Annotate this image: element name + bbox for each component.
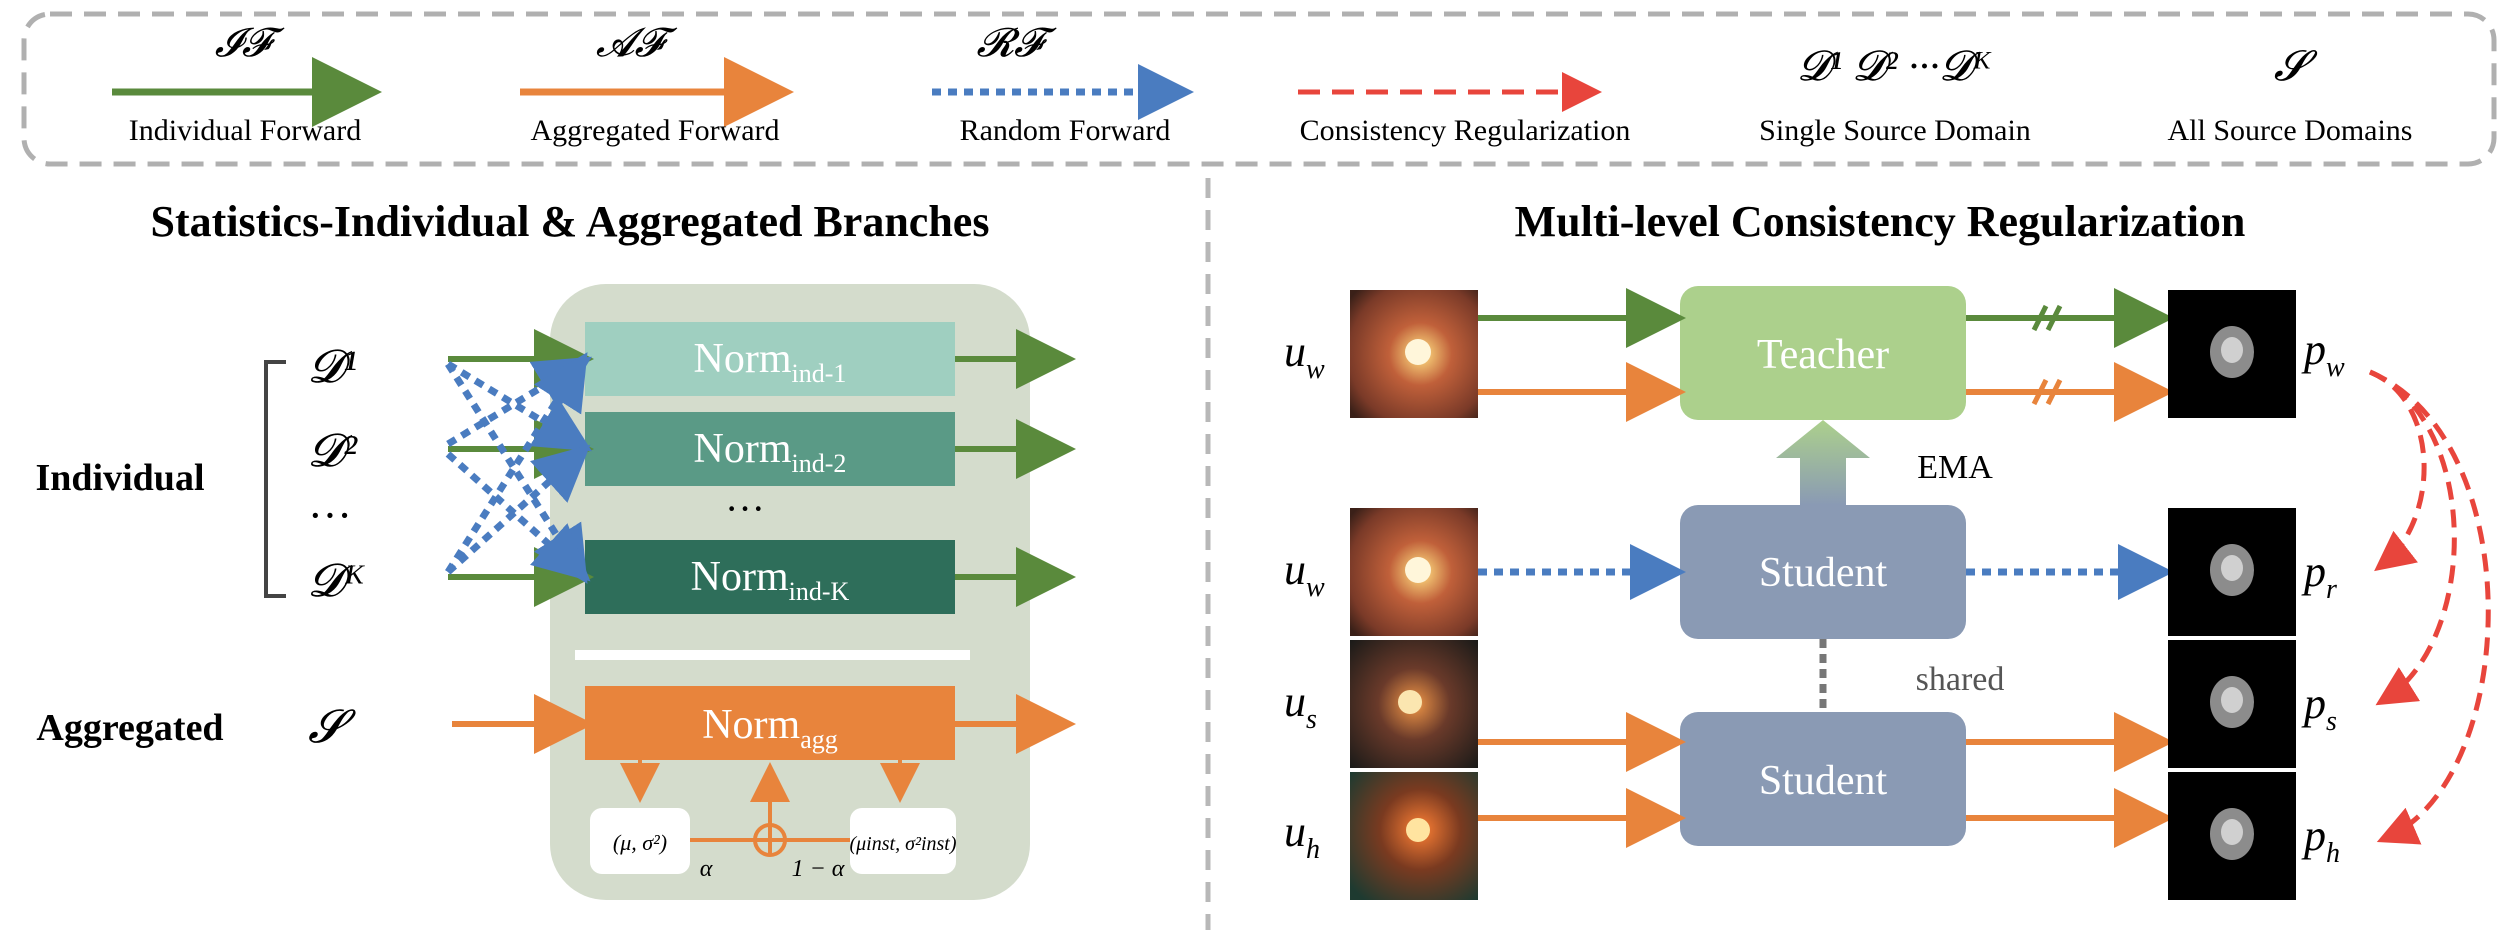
mask-ph <box>2168 772 2296 900</box>
fundus-image-us <box>1350 640 1478 768</box>
legend-label-individual: Individual Forward <box>129 114 361 147</box>
output-ps: ps <box>2301 679 2337 737</box>
student-bottom-box <box>1680 712 1966 846</box>
domain-s: 𝓢 <box>308 701 356 752</box>
right-title: Multi-level Consistency Regularization <box>1515 197 2246 246</box>
alpha-label: α <box>700 856 713 882</box>
stat-global-label: (μ, σ²) <box>613 830 667 855</box>
legend-label-consistency: Consistency Regularization <box>1300 114 1631 147</box>
input-us: us <box>1284 677 1317 735</box>
legend-label-all-source: All Source Domains <box>2168 114 2413 147</box>
norm-agg-box <box>585 686 955 760</box>
mask-pw <box>2168 290 2296 418</box>
student-top-label: Student <box>1759 550 1888 596</box>
legend-label-single-source: Single Source Domain <box>1759 114 2031 147</box>
fundus-image-uh <box>1350 772 1478 900</box>
stat-global-box <box>590 808 690 874</box>
ema-label: EMA <box>1917 449 1993 486</box>
fundus-image-uw-top <box>1350 290 1478 418</box>
ema-arrow <box>1776 420 1870 505</box>
legend-frame <box>21 11 2497 167</box>
output-ph: ph <box>2301 811 2340 869</box>
student-top-box <box>1680 505 1966 639</box>
teacher-label: Teacher <box>1757 332 1889 378</box>
random-forward-arrows <box>445 352 592 584</box>
stat-inst-box <box>850 808 956 874</box>
mask-pr <box>2168 508 2296 636</box>
legend-symbol-domains: 𝓓¹ 𝓓² ···𝓓ᴷ <box>1797 44 1992 90</box>
fundus-image-uw <box>1350 508 1478 636</box>
mask-ps <box>2168 640 2296 768</box>
norm-ind-1-label: Normind-1 <box>694 336 847 388</box>
legend-label-aggregated: Aggregated Forward <box>530 114 779 147</box>
consistency-arrows <box>2368 369 2491 845</box>
input-uh: uh <box>1284 807 1320 865</box>
teacher-box <box>1680 286 1966 420</box>
legend-symbol-rf: 𝓡𝓕 <box>977 20 1057 65</box>
norm-ind-2-label: Normind-2 <box>694 426 847 478</box>
legend-symbol-all: 𝓢 <box>2274 44 2318 90</box>
legend-symbol-af: 𝓐𝓕 <box>596 20 678 65</box>
shared-label: shared <box>1916 661 2005 698</box>
output-pr: pr <box>2301 547 2337 605</box>
domain-d2: 𝓓² <box>308 425 358 476</box>
norm-ind-1-box <box>585 322 955 396</box>
norm-ind-2-box <box>585 412 955 486</box>
norm-dots: ··· <box>725 486 765 531</box>
aggregated-label: Aggregated <box>36 707 223 749</box>
norm-agg-label: Normagg <box>702 702 838 754</box>
domain-dots: ··· <box>308 491 352 540</box>
one-minus-alpha-label: 1 − α <box>792 856 845 882</box>
input-uw-top: uw <box>1284 327 1325 385</box>
norm-ind-k-box <box>585 540 955 614</box>
domain-dk: 𝓓ᴷ <box>308 555 366 606</box>
norm-separator <box>575 650 970 660</box>
stop-gradient-marks <box>2031 304 2063 406</box>
student-bottom-label: Student <box>1759 758 1888 804</box>
input-uw: uw <box>1284 545 1325 603</box>
individual-label: Individual <box>36 457 205 499</box>
domain-d1: 𝓓¹ <box>308 341 357 392</box>
output-pw: pw <box>2301 325 2345 383</box>
individual-bracket <box>264 360 286 598</box>
norm-ind-k-label: Normind-K <box>691 554 850 606</box>
stat-inst-label: (μinst, σ²inst) <box>849 833 956 855</box>
legend-symbol-if: 𝓘𝓕 <box>215 20 285 65</box>
left-title: Statistics-Individual & Aggregated Branc… <box>151 197 990 246</box>
legend-label-random: Random Forward <box>960 114 1171 147</box>
